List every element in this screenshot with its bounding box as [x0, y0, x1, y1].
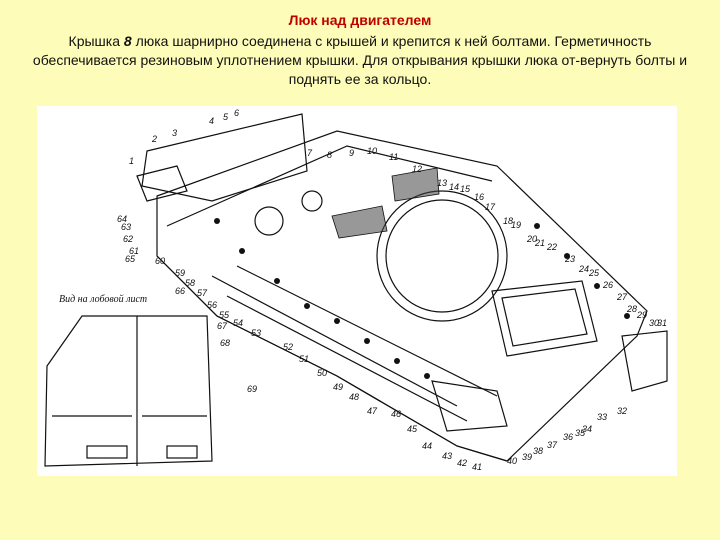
part-label: 4: [209, 116, 214, 126]
part-label: 51: [299, 354, 309, 364]
part-label: 33: [597, 412, 607, 422]
part-label: 60: [155, 256, 165, 266]
part-label: 9: [349, 148, 354, 158]
part-label: 43: [442, 451, 452, 461]
part-label: 37: [547, 440, 558, 450]
part-label: 48: [349, 392, 359, 402]
part-label: 7: [307, 148, 313, 158]
part-label: 35: [575, 428, 586, 438]
part-label: 44: [422, 441, 432, 451]
description-part-ref: 8: [123, 33, 132, 49]
part-label: 65: [125, 254, 136, 264]
part-label: 63: [121, 222, 131, 232]
part-label: 24: [578, 264, 589, 274]
part-label: 31: [657, 318, 667, 328]
part-label: 59: [175, 268, 185, 278]
part-label: 26: [602, 280, 613, 290]
mesh-grilles: [331, 167, 440, 239]
part-label: 10: [367, 146, 377, 156]
part-label: 5: [223, 112, 229, 122]
part-label: 62: [123, 234, 133, 244]
front-plate-inset: [44, 315, 213, 467]
part-label: 17: [485, 202, 496, 212]
part-label: 45: [407, 424, 418, 434]
part-label: 39: [522, 452, 532, 462]
part-label: 36: [563, 432, 573, 442]
part-label: 6: [234, 108, 239, 118]
part-label: 69: [247, 384, 257, 394]
part-label: 32: [617, 406, 627, 416]
part-label: 64: [117, 214, 127, 224]
part-label: 54: [233, 318, 243, 328]
part-label: 41: [472, 462, 482, 472]
part-label: 2: [151, 134, 157, 144]
slide-title: Люк над двигателем: [288, 12, 432, 28]
part-label: 13: [437, 178, 447, 188]
part-label: 8: [327, 150, 332, 160]
part-label: 42: [457, 458, 467, 468]
part-label: 20: [526, 234, 537, 244]
part-label: 29: [636, 310, 647, 320]
part-label: 38: [533, 446, 543, 456]
part-label: 21: [534, 238, 545, 248]
part-label: 27: [616, 292, 628, 302]
part-label: 40: [507, 456, 517, 466]
part-label: 30: [649, 318, 659, 328]
part-label: 46: [391, 409, 401, 419]
part-label: 11: [389, 152, 398, 162]
part-label: 47: [367, 406, 378, 416]
inset-caption: Вид на лобовой лист: [59, 294, 147, 305]
part-label: 55: [219, 310, 230, 320]
part-label: 23: [564, 254, 575, 264]
part-label: 53: [251, 328, 261, 338]
part-label: 15: [460, 184, 471, 194]
part-label: 61: [129, 246, 139, 256]
part-label: 18: [503, 216, 513, 226]
part-label: 34: [582, 424, 592, 434]
part-label: 52: [283, 342, 293, 352]
part-label: 14: [449, 182, 459, 192]
part-label: 16: [474, 192, 484, 202]
part-label: 57: [197, 288, 208, 298]
part-label: 58: [185, 278, 195, 288]
slide-description: Крышка 8 люка шарнирно соединена с крыше…: [30, 32, 690, 89]
part-label: 56: [207, 300, 217, 310]
part-label: 3: [172, 128, 177, 138]
description-pre: Крышка: [68, 33, 124, 49]
description-post: люка шарнирно соединена с крышей и крепи…: [32, 33, 688, 87]
part-label: 66: [175, 286, 185, 296]
part-label: 1: [129, 156, 134, 166]
bolt-markers: [214, 218, 630, 379]
hull-outline: [136, 113, 668, 462]
part-label: 49: [333, 382, 343, 392]
part-label: 22: [546, 242, 557, 252]
part-label: 12: [412, 164, 422, 174]
part-label: 50: [317, 368, 327, 378]
part-label: 28: [626, 304, 637, 314]
part-label: 25: [588, 268, 600, 278]
part-label: 67: [217, 321, 228, 331]
part-label: 68: [220, 338, 230, 348]
part-label: 19: [511, 220, 521, 230]
